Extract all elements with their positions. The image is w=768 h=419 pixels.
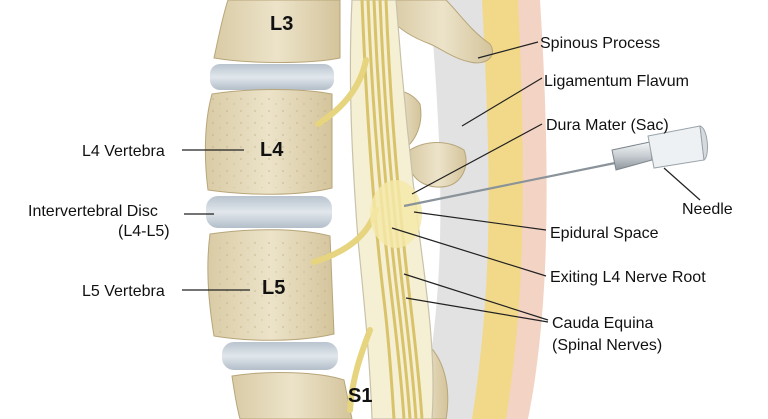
ligament-layer (420, 0, 489, 419)
l3-vertebral-body (213, 0, 341, 63)
disc-callout-line2: (L4-L5) (118, 223, 170, 240)
s1-vertebral-body (231, 372, 353, 419)
spinous-process-callout: Spinous Process (540, 35, 660, 52)
l5-label: L5 (262, 277, 285, 299)
cauda-equina-callout-line1: Cauda Equina (552, 315, 654, 332)
l5-vertebra-callout: L5 Vertebra (82, 283, 165, 300)
l4-vertebra-callout: L4 Vertebra (82, 143, 165, 160)
l5-s1-disc (222, 342, 338, 370)
l3-spinous-process (391, 0, 493, 64)
epidural-space-callout: Epidural Space (550, 225, 659, 242)
l5-nerve-root (347, 327, 373, 413)
l3-label: L3 (270, 13, 293, 35)
disc-callout-line1: Intervertebral Disc (28, 203, 158, 220)
l4-spinous-process (409, 142, 467, 188)
syringe-needle-icon (403, 125, 708, 208)
cauda-equina-callout-line2: (Spinal Nerves) (552, 337, 662, 354)
l3-l4-disc (210, 64, 334, 90)
l4-l5-disc (206, 196, 332, 228)
dura-mater-callout: Dura Mater (Sac) (546, 117, 669, 134)
epidural-injectate (370, 180, 422, 248)
l3-nerve-root (315, 57, 369, 127)
exiting-root-callout: Exiting L4 Nerve Root (550, 269, 706, 286)
l4-label: L4 (260, 139, 284, 161)
needle-callout: Needle (682, 201, 733, 218)
s1-label: S1 (348, 385, 372, 407)
ligamentum-flavum-callout: Ligamentum Flavum (544, 73, 689, 90)
cauda-equina (360, 0, 424, 419)
